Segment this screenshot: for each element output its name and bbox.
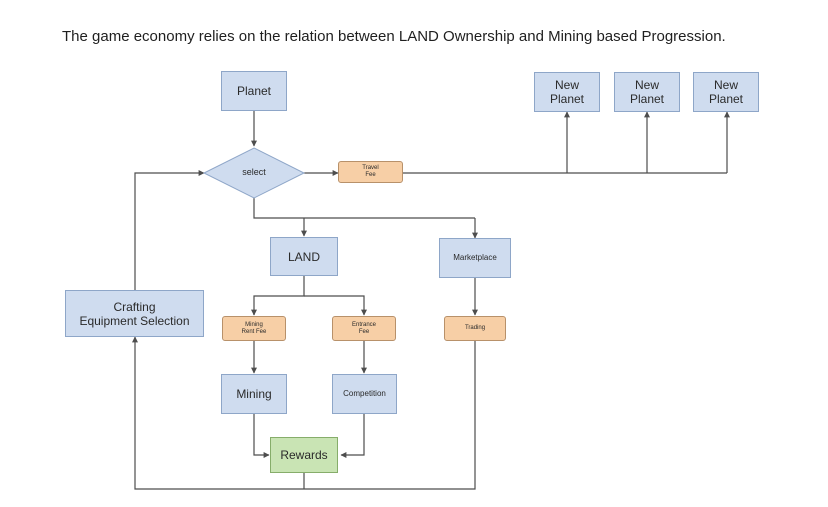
new-planet-node-3: New Planet bbox=[693, 72, 759, 112]
travel-fee-node: Travel Fee bbox=[338, 161, 403, 183]
entrance-fee-node: Entrance Fee bbox=[332, 316, 396, 341]
trading-node: Trading bbox=[444, 316, 506, 341]
connector-land-split bbox=[253, 276, 305, 315]
select-diamond bbox=[202, 147, 306, 199]
connector-land-entrance bbox=[304, 295, 367, 316]
connector-crafting-select bbox=[134, 170, 205, 290]
mining-rent-fee-node: Mining Rent Fee bbox=[222, 316, 286, 341]
rewards-node: Rewards bbox=[270, 437, 338, 473]
mining-node: Mining bbox=[221, 374, 287, 414]
new-planet-node-1: New Planet bbox=[534, 72, 600, 112]
connector-competition-rewards bbox=[340, 414, 365, 458]
land-node: LAND bbox=[270, 237, 338, 276]
marketplace-node: Marketplace bbox=[439, 238, 511, 278]
crafting-equipment-node: Crafting Equipment Selection bbox=[65, 290, 204, 337]
competition-node: Competition bbox=[332, 374, 397, 414]
planet-node: Planet bbox=[221, 71, 287, 111]
intro-text: The game economy relies on the relation … bbox=[62, 28, 726, 45]
select-label: select bbox=[242, 167, 266, 177]
connector-mining-rewards bbox=[253, 414, 270, 458]
connector-trading-loop bbox=[132, 336, 476, 490]
connector-select-split bbox=[253, 198, 475, 219]
new-planet-node-2: New Planet bbox=[614, 72, 680, 112]
